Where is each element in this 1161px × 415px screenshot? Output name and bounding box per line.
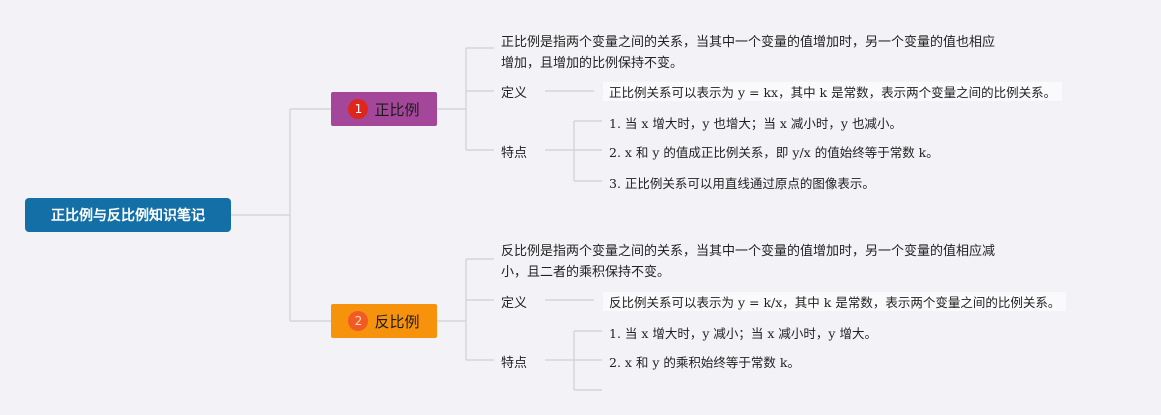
root-topic[interactable]: 正比例与反比例知识笔记 xyxy=(25,198,231,232)
connector-branch-2 xyxy=(437,258,494,361)
connector-root xyxy=(231,108,331,322)
branch-2-definition[interactable]: 反比例关系可以表示为 y = k/x，其中 k 是常数，表示两个变量之间的比例关… xyxy=(603,292,1067,311)
branch-2-features-label[interactable]: 特点 xyxy=(501,356,528,371)
branch-1-description[interactable]: 正比例是指两个变量之间的关系，当其中一个变量的值增加时，另一个变量的值也相应增加… xyxy=(501,35,996,71)
branch-1-feature-1[interactable]: 1. 当 x 增大时，y 也增大；当 x 减小时，y 也减小。 xyxy=(609,116,902,131)
branch-1-definition-label[interactable]: 定义 xyxy=(501,86,528,101)
branch-2-feature-1[interactable]: 1. 当 x 增大时，y 减小；当 x 减小时，y 增大。 xyxy=(609,326,877,341)
branch-inverse-proportion[interactable]: 2 反比例 xyxy=(331,304,437,338)
number-badge-2: 2 xyxy=(348,311,369,331)
branch-1-definition[interactable]: 正比例关系可以表示为 y = kx，其中 k 是常数，表示两个变量之间的比例关系… xyxy=(603,82,1063,101)
branch-2-title: 反比例 xyxy=(374,312,420,331)
connector-branch-1 xyxy=(437,47,494,151)
branch-1-feature-3[interactable]: 3. 正比例关系可以用直线通过原点的图像表示。 xyxy=(609,176,875,191)
connector-feat-1 xyxy=(545,120,602,182)
branch-2-definition-label[interactable]: 定义 xyxy=(501,296,528,311)
connector-feat-2 xyxy=(545,330,602,391)
branch-direct-proportion[interactable]: 1 正比例 xyxy=(331,92,437,126)
branch-1-feature-2[interactable]: 2. x 和 y 的值成正比例关系，即 y/x 的值始终等于常数 k。 xyxy=(609,145,939,160)
branch-2-description[interactable]: 反比例是指两个变量之间的关系，当其中一个变量的值增加时，另一个变量的值相应减小，… xyxy=(501,244,996,280)
branch-2-feature-2[interactable]: 2. x 和 y 的乘积始终等于常数 k。 xyxy=(609,355,800,370)
number-badge-1: 1 xyxy=(348,99,369,119)
branch-1-features-label[interactable]: 特点 xyxy=(501,146,528,161)
branch-1-title: 正比例 xyxy=(374,100,420,119)
